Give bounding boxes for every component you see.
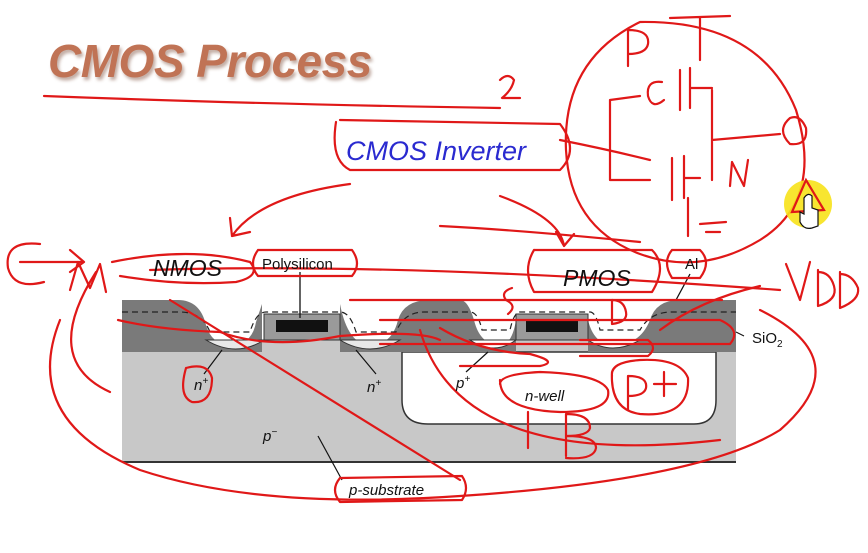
p-minus-sign: − (271, 427, 278, 438)
p-plus-outline (610, 358, 690, 416)
polysilicon-outline-stroke (251, 248, 359, 278)
output-node-stroke (710, 88, 782, 182)
p-plus-text-stroke (626, 370, 678, 412)
number-two-stroke (498, 74, 522, 100)
n-plus-right-sign: + (375, 378, 382, 389)
schematic-to-pmos-stroke (438, 224, 642, 244)
n-plus-left-text: n (194, 377, 203, 394)
nmos-label: NMOS (153, 255, 222, 281)
n-gate-stroke (670, 154, 702, 202)
subtitle-outline-stroke (333, 118, 572, 172)
connection-stroke-1 (148, 267, 782, 292)
nplus-outline (181, 365, 214, 404)
sio2-text: SiO (752, 330, 778, 347)
field-oxide-middle (340, 300, 516, 352)
p-transistor-letter (626, 28, 650, 68)
vdd-to-al-stroke (658, 284, 762, 332)
n-plus-left-label: n+ (194, 376, 208, 394)
input-line-stroke (608, 94, 652, 182)
vdd-rail-stroke (668, 14, 732, 62)
n-letter-stroke (728, 158, 750, 188)
n-diffusion-left (204, 339, 266, 350)
al-label: Al (685, 256, 699, 273)
p-minus-text: p (263, 428, 272, 445)
p-plus-label: p+ (456, 374, 470, 392)
p-gate-stroke (678, 66, 714, 112)
sio2-subscript: 2 (777, 339, 783, 350)
n-diffusion-right (338, 339, 402, 350)
p-substrate-label: p-substrate (349, 482, 425, 499)
pmos-polysilicon-gate (526, 320, 578, 332)
nmos-polysilicon-gate (276, 320, 328, 332)
big-loop-stroke-2 (70, 270, 112, 394)
pplus-arrow (465, 351, 489, 373)
pmos-label: PMOS (563, 265, 631, 291)
d-letter-stroke (610, 298, 628, 326)
output-o-stroke (781, 116, 808, 146)
field-oxide-left (122, 300, 262, 352)
psub-outline (333, 474, 468, 504)
n-plus-left-sign: + (202, 376, 209, 387)
m-letter-stroke (68, 260, 108, 294)
b-letter-stroke (526, 410, 598, 460)
n-well-label: n-well (525, 388, 565, 405)
pmos-gate-outline (438, 326, 550, 368)
hand-cursor-icon (799, 193, 819, 229)
pmos-region-outline (378, 318, 736, 346)
arrow-to-nmos-stroke (228, 182, 352, 238)
sio2-label: SiO2 (752, 330, 783, 350)
curve-to-schematic-stroke (558, 138, 652, 162)
p-plus-text: p (456, 375, 465, 392)
title-underline-stroke (42, 94, 502, 110)
vdd-text-stroke (784, 260, 860, 310)
polysilicon-label: Polysilicon (262, 256, 333, 273)
pmos-outline-stroke (526, 248, 662, 294)
big-loop-stroke-1 (48, 308, 817, 501)
p-plus-sign: + (464, 374, 471, 385)
s-letter-stroke (502, 286, 514, 316)
gate-g-stroke (6, 242, 46, 286)
nmos-outline-stroke (110, 252, 255, 285)
sio2-pointer (735, 331, 745, 337)
n-well-region (401, 351, 717, 425)
well-sweep-stroke (418, 328, 722, 447)
gnd-rail-stroke (686, 196, 728, 238)
psub-arrow (317, 435, 343, 481)
nplus-right-arrow (355, 349, 377, 375)
arrow-in-stroke (18, 248, 86, 274)
nwell-outline (498, 370, 610, 414)
pplus-drain-outline (578, 338, 655, 358)
field-oxide-right (588, 300, 736, 352)
n-plus-right-text: n (367, 379, 376, 396)
p-minus-label: p− (263, 427, 277, 445)
al-outline-stroke (665, 248, 708, 280)
slide-subtitle: CMOS Inverter (346, 136, 527, 166)
n-plus-right-label: n+ (367, 378, 381, 396)
nmos-region-outline (116, 318, 442, 344)
slide-title: CMOS Process (48, 35, 372, 87)
arrow-to-pmos-stroke (498, 194, 576, 248)
g-letter-stroke (646, 80, 666, 106)
inverter-circle-stroke (564, 20, 806, 264)
body-to-substrate-stroke (168, 298, 462, 482)
metal-layer-line (122, 311, 736, 333)
